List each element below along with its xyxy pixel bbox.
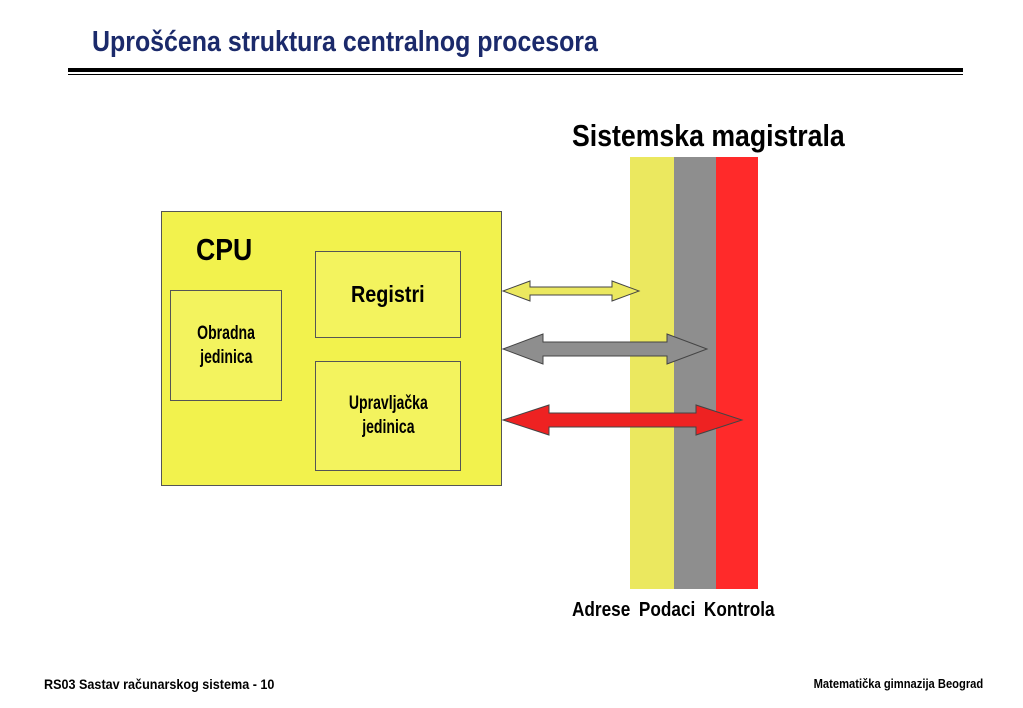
system-bus-title: Sistemska magistrala: [572, 118, 845, 153]
address-bus-arrow: [501, 280, 641, 302]
data-bus-arrow: [501, 333, 709, 365]
control-unit-label-line1: Upravljačka: [348, 393, 428, 415]
data-bus-label: Podaci: [638, 599, 696, 621]
control-bus-strip: [716, 157, 758, 589]
processing-unit-label-line1: Obradna: [197, 322, 255, 344]
registers-box: Registri: [315, 251, 461, 338]
title-rule-thick: [68, 68, 963, 72]
control-unit-label-line2: jedinica: [361, 417, 415, 438]
control-bus-label: Kontrola: [703, 599, 775, 621]
bus-labels: Adrese Podaci Kontrola: [572, 599, 783, 622]
footer-school: Matematička gimnazija Beograd: [813, 676, 983, 691]
cpu-label: CPU: [196, 232, 253, 267]
data-bus-strip: [674, 157, 716, 589]
control-bus-arrow: [501, 404, 744, 436]
address-bus-label: Adrese: [572, 599, 631, 621]
address-bus-strip: [630, 157, 674, 589]
footer-slide-info: RS03 Sastav računarskog sistema - 10: [44, 676, 275, 692]
title-rule-thin: [68, 74, 963, 75]
slide-title: Uprošćena struktura centralnog procesora: [92, 26, 598, 58]
registers-label: Registri: [351, 281, 425, 308]
processing-unit-label-line2: jedinica: [199, 346, 253, 368]
